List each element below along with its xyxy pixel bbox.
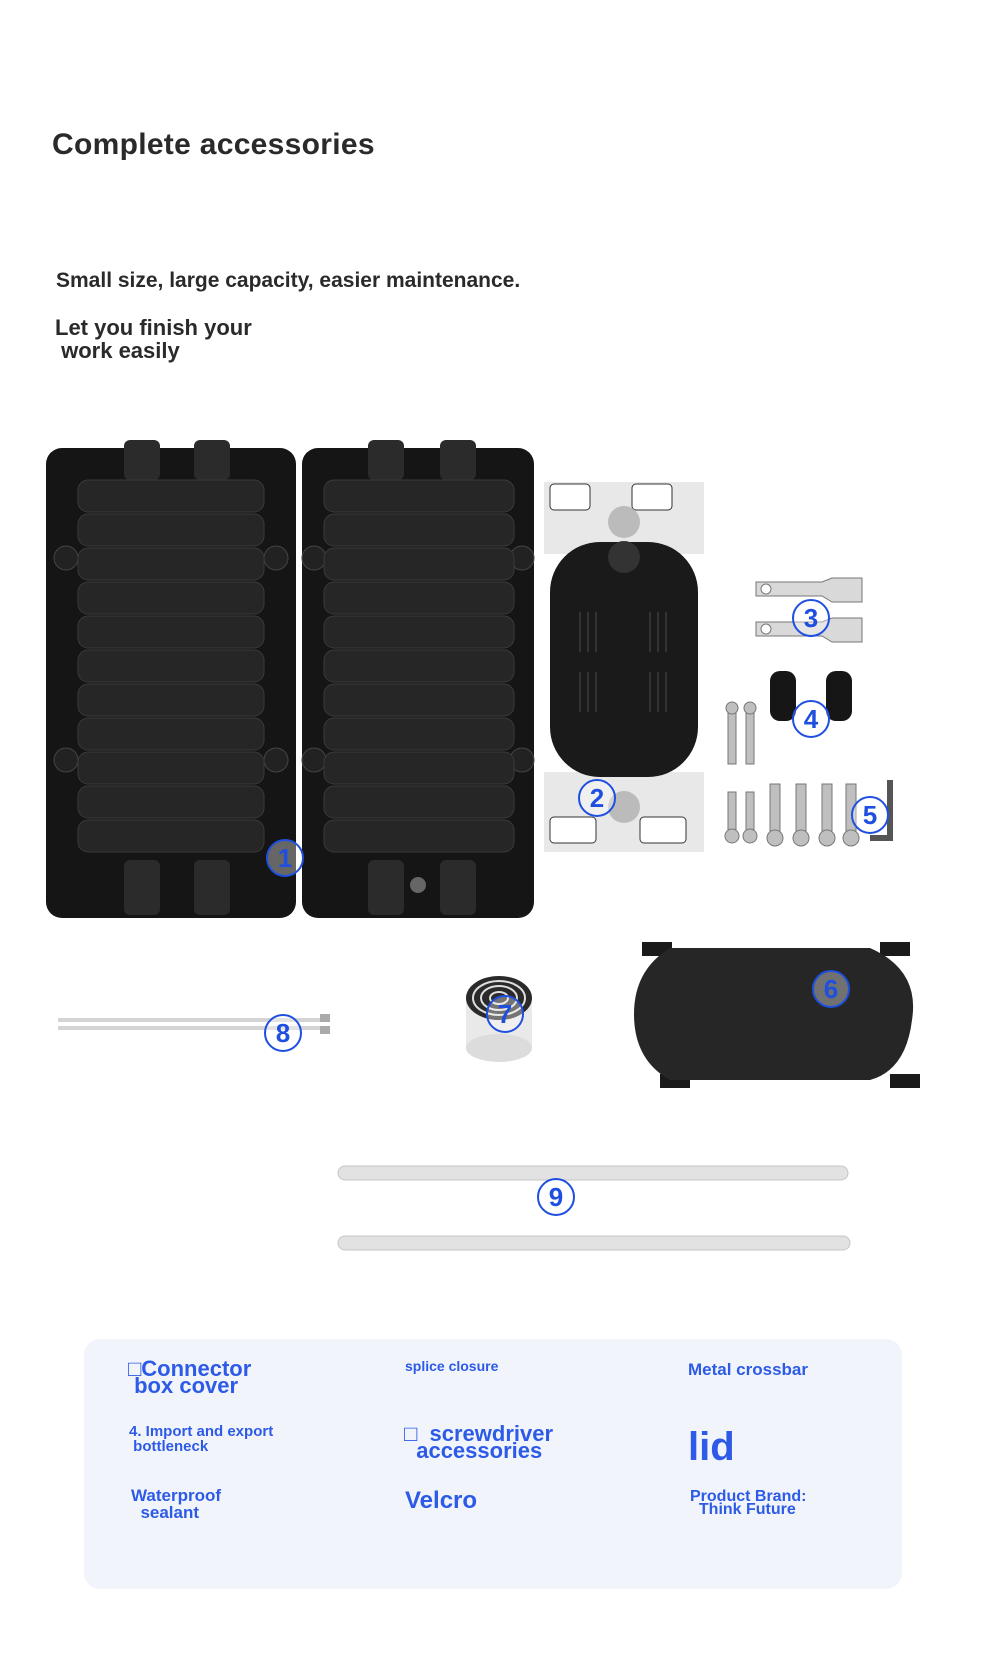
marker-8: 8 <box>264 1014 302 1052</box>
lid-image <box>634 942 920 1088</box>
legend-metal-crossbar: Metal crossbar <box>688 1360 808 1379</box>
legend-splice-closure: splice closure <box>405 1358 499 1374</box>
tagline: Let you finish your work easily <box>55 315 252 363</box>
page-title: Complete accessories <box>52 128 375 161</box>
marker-9: 9 <box>537 1178 575 1216</box>
velcro-ties-image <box>58 1014 330 1034</box>
legend-panel <box>84 1339 902 1589</box>
marker-1: 1 <box>266 839 304 877</box>
legend-lid: lid <box>688 1425 735 1469</box>
marker-7: 7 <box>486 995 524 1033</box>
splice-tray-image <box>544 482 704 852</box>
marker-3: 3 <box>792 599 830 637</box>
marker-4: 4 <box>792 700 830 738</box>
rods-image <box>337 1165 851 1251</box>
bottleneck-plug-image <box>770 671 852 721</box>
closure-body-left-image <box>46 440 296 918</box>
subtitle: Small size, large capacity, easier maint… <box>56 269 521 292</box>
legend-velcro: Velcro <box>405 1487 478 1514</box>
legend-import-export-bottleneck: 4. Import and export bottleneck <box>129 1423 274 1455</box>
closure-body-right-image <box>301 440 535 918</box>
marker-5: 5 <box>851 796 889 834</box>
legend-connector-box-cover: □Connector box cover <box>128 1356 252 1398</box>
legend-waterproof-sealant: Waterproof sealant <box>131 1486 222 1522</box>
legend-screwdriver-accessories: □ screwdriver accessories <box>404 1421 554 1463</box>
legend-product-brand: Product Brand: Think Future <box>690 1488 807 1518</box>
marker-2: 2 <box>578 779 616 817</box>
marker-6: 6 <box>812 970 850 1008</box>
